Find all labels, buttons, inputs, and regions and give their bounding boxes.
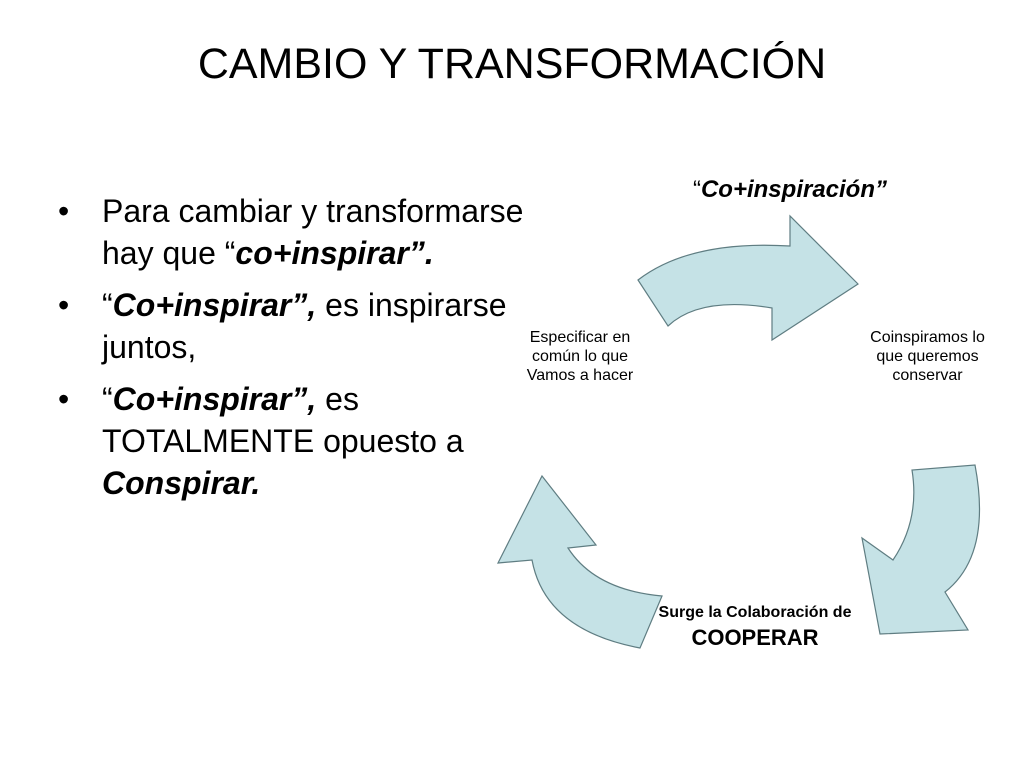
cycle-left-label: Especificar en común lo que Vamos a hace… xyxy=(526,329,634,384)
bullet-emphasis: co+inspirar”. xyxy=(235,235,434,271)
cycle-top-open-quote: “ xyxy=(692,176,701,203)
bullet-list: • Para cambiar y transformarse hay que “… xyxy=(58,190,528,514)
bullet-emphasis: Co+inspirar”, xyxy=(112,287,317,323)
bullet-item: • “Co+inspirar”, es TOTALMENTE opuesto a… xyxy=(58,378,528,504)
bullet-marker: • xyxy=(58,193,70,229)
bullet-marker: • xyxy=(58,381,70,417)
bullet-item: • Para cambiar y transformarse hay que “… xyxy=(58,190,528,274)
bullet-marker: • xyxy=(58,287,70,323)
cycle-arrow-top xyxy=(637,214,859,342)
cycle-top-text: Co+inspiración” xyxy=(700,176,888,203)
bullet-item: • “Co+inspirar”, es inspirarse juntos, xyxy=(58,284,528,368)
bullet-text-suffix: es inspirarse juntos, xyxy=(102,287,507,365)
bullet-text: Para cambiar y transformarse hay que “ xyxy=(102,193,524,271)
bullet-emphasis: Co+inspirar”, xyxy=(112,381,317,417)
cycle-right-label: Coinspiramos lo que queremos conservar xyxy=(870,329,985,384)
cycle-bottom-line1: Surge la Colaboración de xyxy=(658,604,852,621)
cycle-bottom-label: Surge la Colaboración de COOPERAR xyxy=(650,603,860,653)
bullet-text: “ xyxy=(102,381,113,417)
bullet-text: “ xyxy=(102,287,113,323)
cycle-arrow-right xyxy=(861,464,981,635)
bullet-text-suffix: es TOTALMENTE opuesto a xyxy=(102,381,464,459)
cycle-bottom-line2: COOPERAR xyxy=(691,625,819,650)
cycle-arrow-left xyxy=(496,474,663,649)
bullet-emphasis-2: Conspirar. xyxy=(102,465,261,501)
cycle-top-label: “Co+inspiración” xyxy=(600,176,980,204)
slide-title: CAMBIO Y TRANSFORMACIÓN xyxy=(197,40,827,88)
